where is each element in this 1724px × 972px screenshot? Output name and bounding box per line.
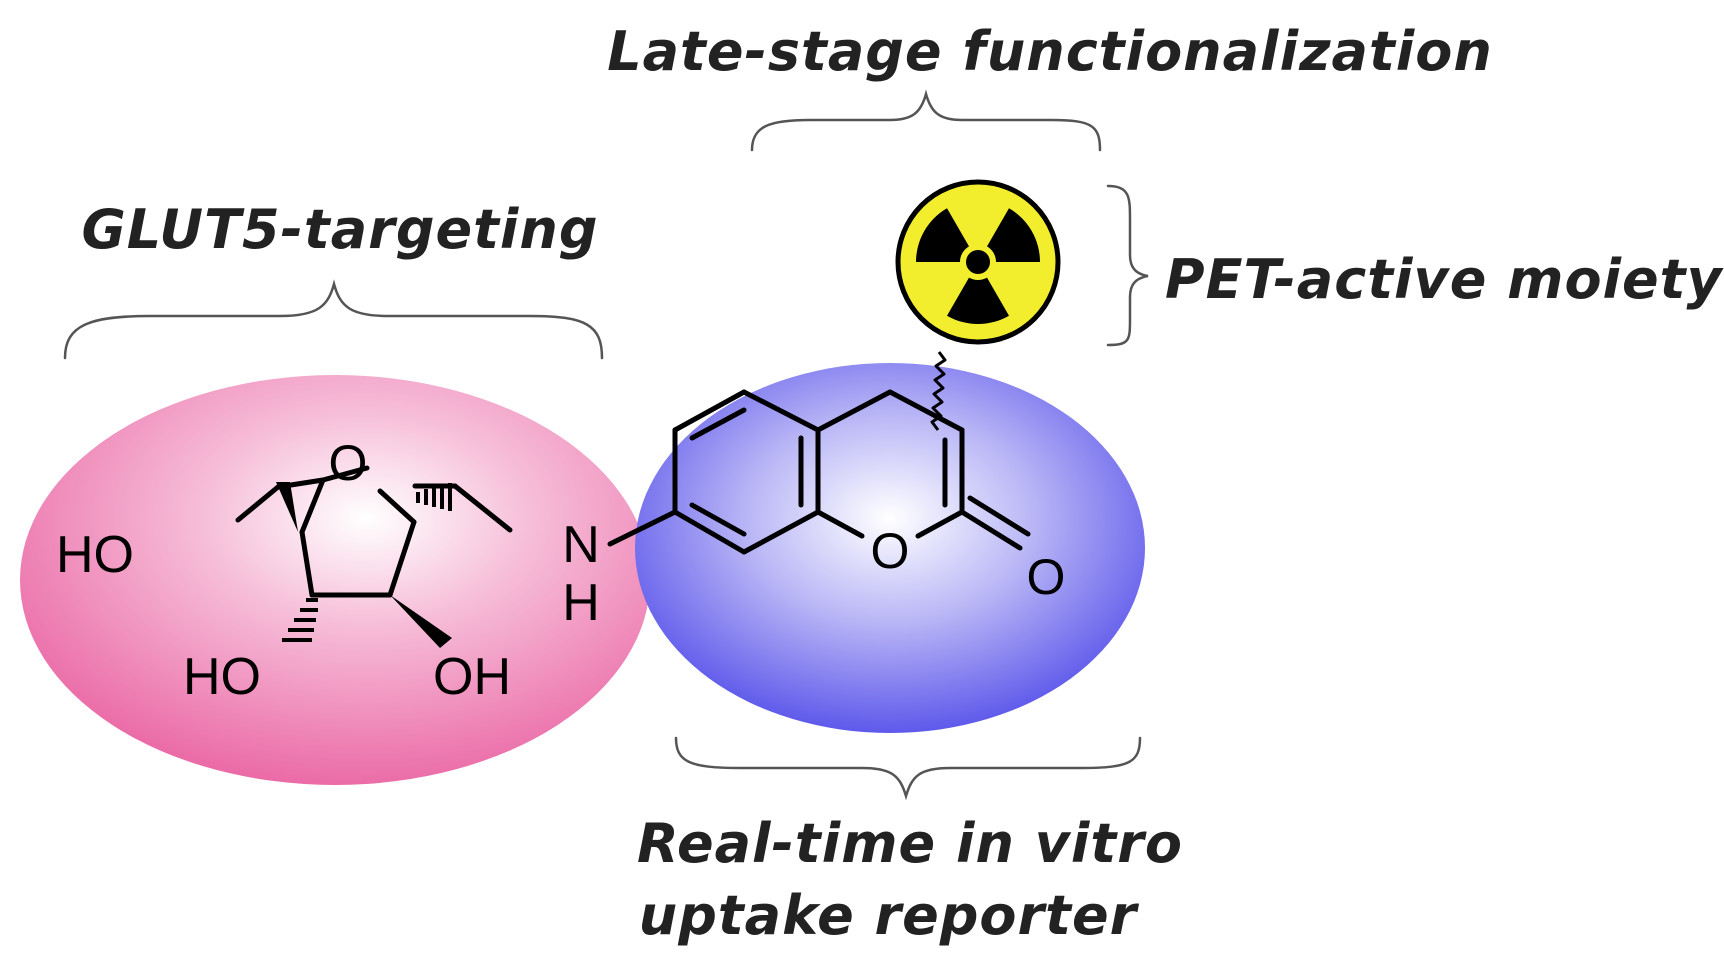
late-stage-brace	[750, 89, 1102, 152]
ring-oxygen-atom: O	[329, 435, 368, 491]
reporter-label-line1: Real-time in vitro	[637, 812, 1183, 875]
amine-nitrogen-atom: N	[562, 516, 600, 574]
hydroxyl-right-label: OH	[433, 648, 511, 706]
solid-wedge-oh-right	[390, 595, 452, 648]
sugar-region-ellipse	[20, 375, 650, 785]
hashed-wedge-oh-left	[282, 598, 318, 642]
glut5-targeting-label: GLUT5-targeting	[81, 198, 598, 261]
reporter-brace	[674, 736, 1142, 801]
pet-brace	[1106, 184, 1149, 347]
lactone-oxygen-atom: O	[871, 523, 910, 579]
glut5-brace	[63, 279, 604, 360]
sugar-structure	[235, 465, 513, 648]
radiation-icon	[895, 179, 1061, 345]
late-stage-label: Late-stage functionalization	[607, 20, 1493, 83]
carbonyl-oxygen-atom: O	[1027, 549, 1066, 605]
solid-wedge-ch2oh	[276, 482, 298, 532]
reporter-label-line2: uptake reporter	[639, 884, 1140, 947]
coumarin-structure	[672, 389, 1031, 555]
hydroxymethyl-label: HO	[56, 526, 134, 584]
n-aryl-bond	[607, 509, 678, 547]
coumarin-region-ellipse	[635, 363, 1145, 733]
hashed-wedge-ch2n	[416, 483, 452, 511]
pet-active-label: PET-active moiety	[1165, 248, 1724, 311]
amine-hydrogen-atom: H	[562, 574, 600, 632]
hydroxyl-left-label: HO	[183, 648, 261, 706]
